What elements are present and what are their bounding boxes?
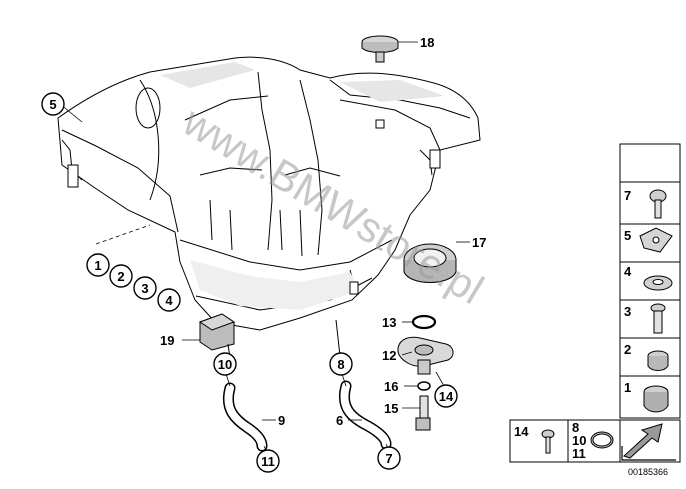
callout-label: 3 bbox=[141, 281, 148, 296]
fuel-tap-flange-drawing bbox=[397, 336, 454, 375]
legend-label: 11 bbox=[572, 446, 586, 461]
legend-label: 4 bbox=[624, 264, 632, 279]
legend-row-7[interactable]: 7 bbox=[624, 188, 667, 219]
callout-14[interactable]: 14 bbox=[434, 384, 458, 408]
callout-label: 14 bbox=[439, 389, 454, 404]
fuel-tank-drawing bbox=[57, 56, 481, 331]
legend-row-5[interactable]: 5 bbox=[624, 227, 673, 253]
callout-4[interactable]: 4 bbox=[157, 288, 181, 312]
callout-11[interactable]: 11 bbox=[256, 449, 280, 473]
leader-line-14 bbox=[435, 371, 445, 387]
leader-line-11 bbox=[263, 445, 267, 451]
legend-row-14[interactable]: 14 bbox=[514, 424, 555, 454]
callout-label: 1 bbox=[94, 258, 101, 273]
callout-2[interactable]: 2 bbox=[109, 264, 133, 288]
legend-label: 10 bbox=[572, 433, 586, 448]
diagram-id: 00185366 bbox=[628, 467, 668, 477]
legend-row-8-10-11[interactable]: 8 10 11 bbox=[572, 420, 614, 461]
callout-3[interactable]: 3 bbox=[133, 276, 157, 300]
label-9[interactable]: 9 bbox=[278, 413, 285, 428]
leader-line-1-4 bbox=[95, 224, 151, 245]
callout-5[interactable]: 5 bbox=[41, 92, 65, 116]
label-12[interactable]: 12 bbox=[382, 348, 396, 363]
leader-line-12 bbox=[401, 351, 413, 356]
legend-label: 2 bbox=[624, 342, 631, 357]
label-17[interactable]: 17 bbox=[472, 235, 486, 250]
legend-label: 8 bbox=[572, 420, 579, 435]
legend-row-3[interactable]: 3 bbox=[624, 303, 666, 334]
label-19[interactable]: 19 bbox=[160, 333, 174, 348]
callout-10[interactable]: 10 bbox=[213, 352, 237, 376]
callout-label: 4 bbox=[165, 293, 173, 308]
callout-label: 8 bbox=[337, 357, 344, 372]
legend-label: 5 bbox=[624, 228, 631, 243]
callout-1[interactable]: 1 bbox=[86, 253, 110, 277]
leader-line-10 bbox=[225, 373, 231, 387]
callout-label: 2 bbox=[117, 269, 124, 284]
arrow-icon bbox=[621, 423, 676, 461]
label-15[interactable]: 15 bbox=[384, 401, 398, 416]
callout-label: 7 bbox=[385, 451, 392, 466]
label-6[interactable]: 6 bbox=[336, 413, 343, 428]
callout-8[interactable]: 8 bbox=[329, 352, 353, 376]
legend-row-4[interactable]: 4 bbox=[624, 264, 673, 291]
legend-row-2[interactable]: 2 bbox=[624, 342, 669, 371]
legend-label: 14 bbox=[514, 424, 529, 439]
label-16[interactable]: 16 bbox=[384, 379, 398, 394]
washer-ring-drawing bbox=[417, 381, 431, 391]
legend-label: 3 bbox=[624, 304, 631, 319]
callout-label: 11 bbox=[261, 454, 275, 469]
label-13[interactable]: 13 bbox=[382, 315, 396, 330]
legend-row-1[interactable]: 1 bbox=[624, 380, 669, 413]
hose-nozzle-drawing bbox=[415, 395, 431, 431]
label-18[interactable]: 18 bbox=[420, 35, 434, 50]
legend-label: 1 bbox=[624, 380, 631, 395]
callout-7[interactable]: 7 bbox=[377, 446, 401, 470]
leader-line-8 bbox=[341, 373, 347, 387]
rubber-cap-drawing bbox=[361, 35, 399, 63]
legend-label: 7 bbox=[624, 188, 631, 203]
grommet-drawing bbox=[403, 243, 457, 283]
callout-label: 5 bbox=[49, 97, 56, 112]
callout-label: 10 bbox=[218, 357, 232, 372]
o-ring-drawing bbox=[411, 314, 437, 330]
foam-pad-drawing bbox=[198, 313, 236, 351]
